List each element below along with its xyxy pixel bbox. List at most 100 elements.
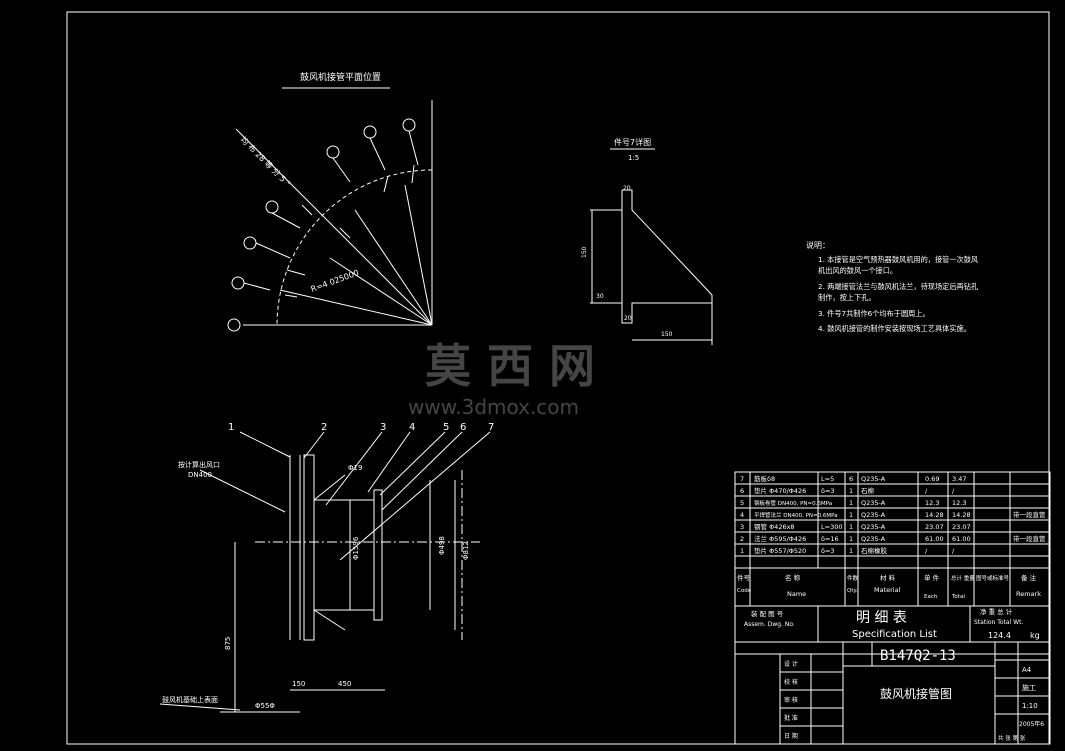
row-material: 石棉 [861, 486, 875, 495]
row-no: 7 [740, 475, 744, 483]
role-date: 日 期 [784, 732, 798, 740]
role-reviewed: 审 核 [784, 696, 798, 704]
detail-scale: 1:5 [628, 154, 639, 162]
row-spec: 钢板卷管 DN400, PN=0.6MPa [754, 499, 832, 507]
hdr-qty-en: Qty. [847, 588, 858, 594]
scale: 1:10 [1022, 702, 1038, 710]
dim-d1: Φ1596 [352, 536, 360, 560]
dim-b: 450 [338, 680, 351, 688]
row-total: 3.47 [952, 475, 966, 483]
drawing-title: 鼓风机接管图 [880, 686, 952, 701]
table-row: 6 垫片 Φ470/Φ426 δ=3 1 石棉 / / [740, 486, 955, 495]
drawing-frame [67, 12, 1049, 744]
plan-view-title: 鼓风机接管平面位置 [300, 71, 381, 83]
hdr-no: 件号 [737, 573, 751, 582]
net-weight-label-en: Station Total Wt. [974, 619, 1023, 626]
row-total: 14.28 [952, 511, 971, 519]
row-material: 石棉橡胶 [861, 546, 888, 555]
row-spec: 垫片 Φ557/Φ520 [754, 546, 806, 555]
dim-d2: Φ498 [438, 536, 446, 555]
left-note-2: DN400 [188, 471, 212, 479]
detail-dim-top: 20 [623, 185, 631, 192]
radius-label: R=4 025000 [310, 268, 360, 294]
role-approved: 批 准 [784, 714, 798, 722]
row-total: / [952, 487, 955, 495]
net-weight-value: 124.4 [988, 631, 1011, 640]
leader-2: 2 [321, 422, 327, 433]
table-row: 7 筋板δ8 L=5 6 Q235-A 0.69 3.47 [740, 474, 966, 483]
note-line-3: 2. 两端接管法兰与鼓风机法兰，待现场定后再钻孔 [818, 282, 978, 291]
hdr-name: 名 称 [785, 573, 801, 582]
detail-title: 件号7详图 [614, 137, 651, 147]
leader-1: 1 [228, 422, 234, 433]
row-no: 5 [740, 499, 744, 507]
spec-title-area: 装 配 图 号 Assem. Dwg. No. 明 细 表 Specificat… [744, 607, 1040, 640]
hdr-remark: 备 注 [1021, 573, 1037, 582]
hdr-name-en: Name [787, 590, 806, 598]
row-qty: 6 [849, 475, 853, 483]
date: 2005年6 [1019, 720, 1044, 728]
note-line-1: 1. 本接管是空气预热器鼓风机用的，接管一次鼓风 [818, 255, 978, 264]
hdr-unit: 单 件 [924, 573, 940, 582]
row-total: 61.00 [952, 535, 971, 543]
assembly-dwg-label: 装 配 图 号 [751, 609, 784, 618]
note-line-4: 制作，按上下孔。 [818, 293, 876, 302]
row-unit: 61.00 [925, 535, 944, 543]
leader-6: 6 [460, 422, 466, 433]
notes-block: 说明： 1. 本接管是空气预热器鼓风机用的，接管一次鼓风 机出风的鼓风一个接口。… [806, 240, 978, 333]
assembly-dwg-label-en: Assem. Dwg. No. [744, 621, 795, 628]
row-unit: 14.28 [925, 511, 944, 519]
row-material: Q235-A [861, 535, 886, 543]
row-spec: 筋板δ8 [754, 474, 775, 483]
row-l: δ=3 [821, 547, 835, 555]
row-spec: 钢管 Φ426x8 [754, 522, 795, 531]
leader-numbers: 1 2 3 4 5 6 7 [228, 422, 494, 433]
section-view [160, 432, 490, 712]
role-drawn: 设 计 [784, 660, 798, 668]
row-no: 3 [740, 523, 744, 531]
table-row: 5 钢板卷管 DN400, PN=0.6MPa 1 Q235-A 12.3 12… [740, 499, 966, 507]
row-qty: 1 [849, 499, 853, 507]
row-spec: 平焊管法兰 DN400, PN=0.6MPa [754, 511, 838, 519]
drawing-number: B147Q2-13 [880, 648, 956, 664]
table-row: 3 钢管 Φ426x8 L=300 1 Q235-A 23.07 23.07 [740, 522, 971, 531]
watermark: 莫 西 网 www.3dmox.com [408, 339, 595, 419]
row-qty: 1 [849, 511, 853, 519]
spec-title-en: Specification List [852, 629, 937, 640]
dim-a: 150 [292, 680, 305, 688]
net-weight-unit: kg [1030, 631, 1040, 640]
left-note-1: 按计算出风口 [178, 460, 220, 469]
net-weight-label: 净 重 总 计 [980, 607, 1013, 616]
table-row: 1 垫片 Φ557/Φ520 δ=3 1 石棉橡胶 / / [740, 546, 955, 555]
row-material: Q235-A [861, 511, 886, 519]
row-unit: / [925, 487, 928, 495]
parts-rows: 7 筋板δ8 L=5 6 Q235-A 0.69 3.47 6 垫片 Φ470/… [740, 474, 1046, 555]
row-unit: 0.69 [925, 475, 939, 483]
row-unit: 12.3 [925, 499, 939, 507]
row-unit: 23.07 [925, 523, 944, 531]
leader-7: 7 [488, 422, 494, 433]
leader-3: 3 [380, 422, 386, 433]
watermark-brand: 莫 西 网 [425, 339, 595, 393]
hdr-remark-en: Remark [1016, 590, 1041, 598]
row-l: δ=3 [821, 487, 835, 495]
stage: 施工 [1022, 683, 1036, 692]
leader-5: 5 [443, 422, 449, 433]
row-spec: 垫片 Φ470/Φ426 [754, 486, 806, 495]
note-line-5: 3. 件号7共制作6个均布于圆周上。 [818, 309, 930, 318]
hdr-no-en: Code [737, 588, 752, 594]
row-material: Q235-A [861, 499, 886, 507]
title-block: B147Q2-13 鼓风机接管图 设 计 校 核 审 核 批 准 日 期 A4 … [784, 648, 1044, 742]
hdr-qty: 件数 [847, 574, 859, 582]
row-remark: 带一段直管 [1013, 534, 1046, 543]
parts-list [735, 472, 1050, 744]
row-unit: / [925, 547, 928, 555]
detail-dim-side: 30 [596, 293, 604, 300]
hdr-total: 总计 重量 [951, 574, 975, 582]
row-spec: 法兰 Φ595/Φ426 [754, 534, 806, 543]
parts-header: 件号 Code 名 称 Name 件数 Qty. 材 料 Material 单 … [737, 573, 1041, 600]
row-total: 23.07 [952, 523, 971, 531]
leader-4: 4 [409, 422, 415, 433]
row-qty: 1 [849, 487, 853, 495]
